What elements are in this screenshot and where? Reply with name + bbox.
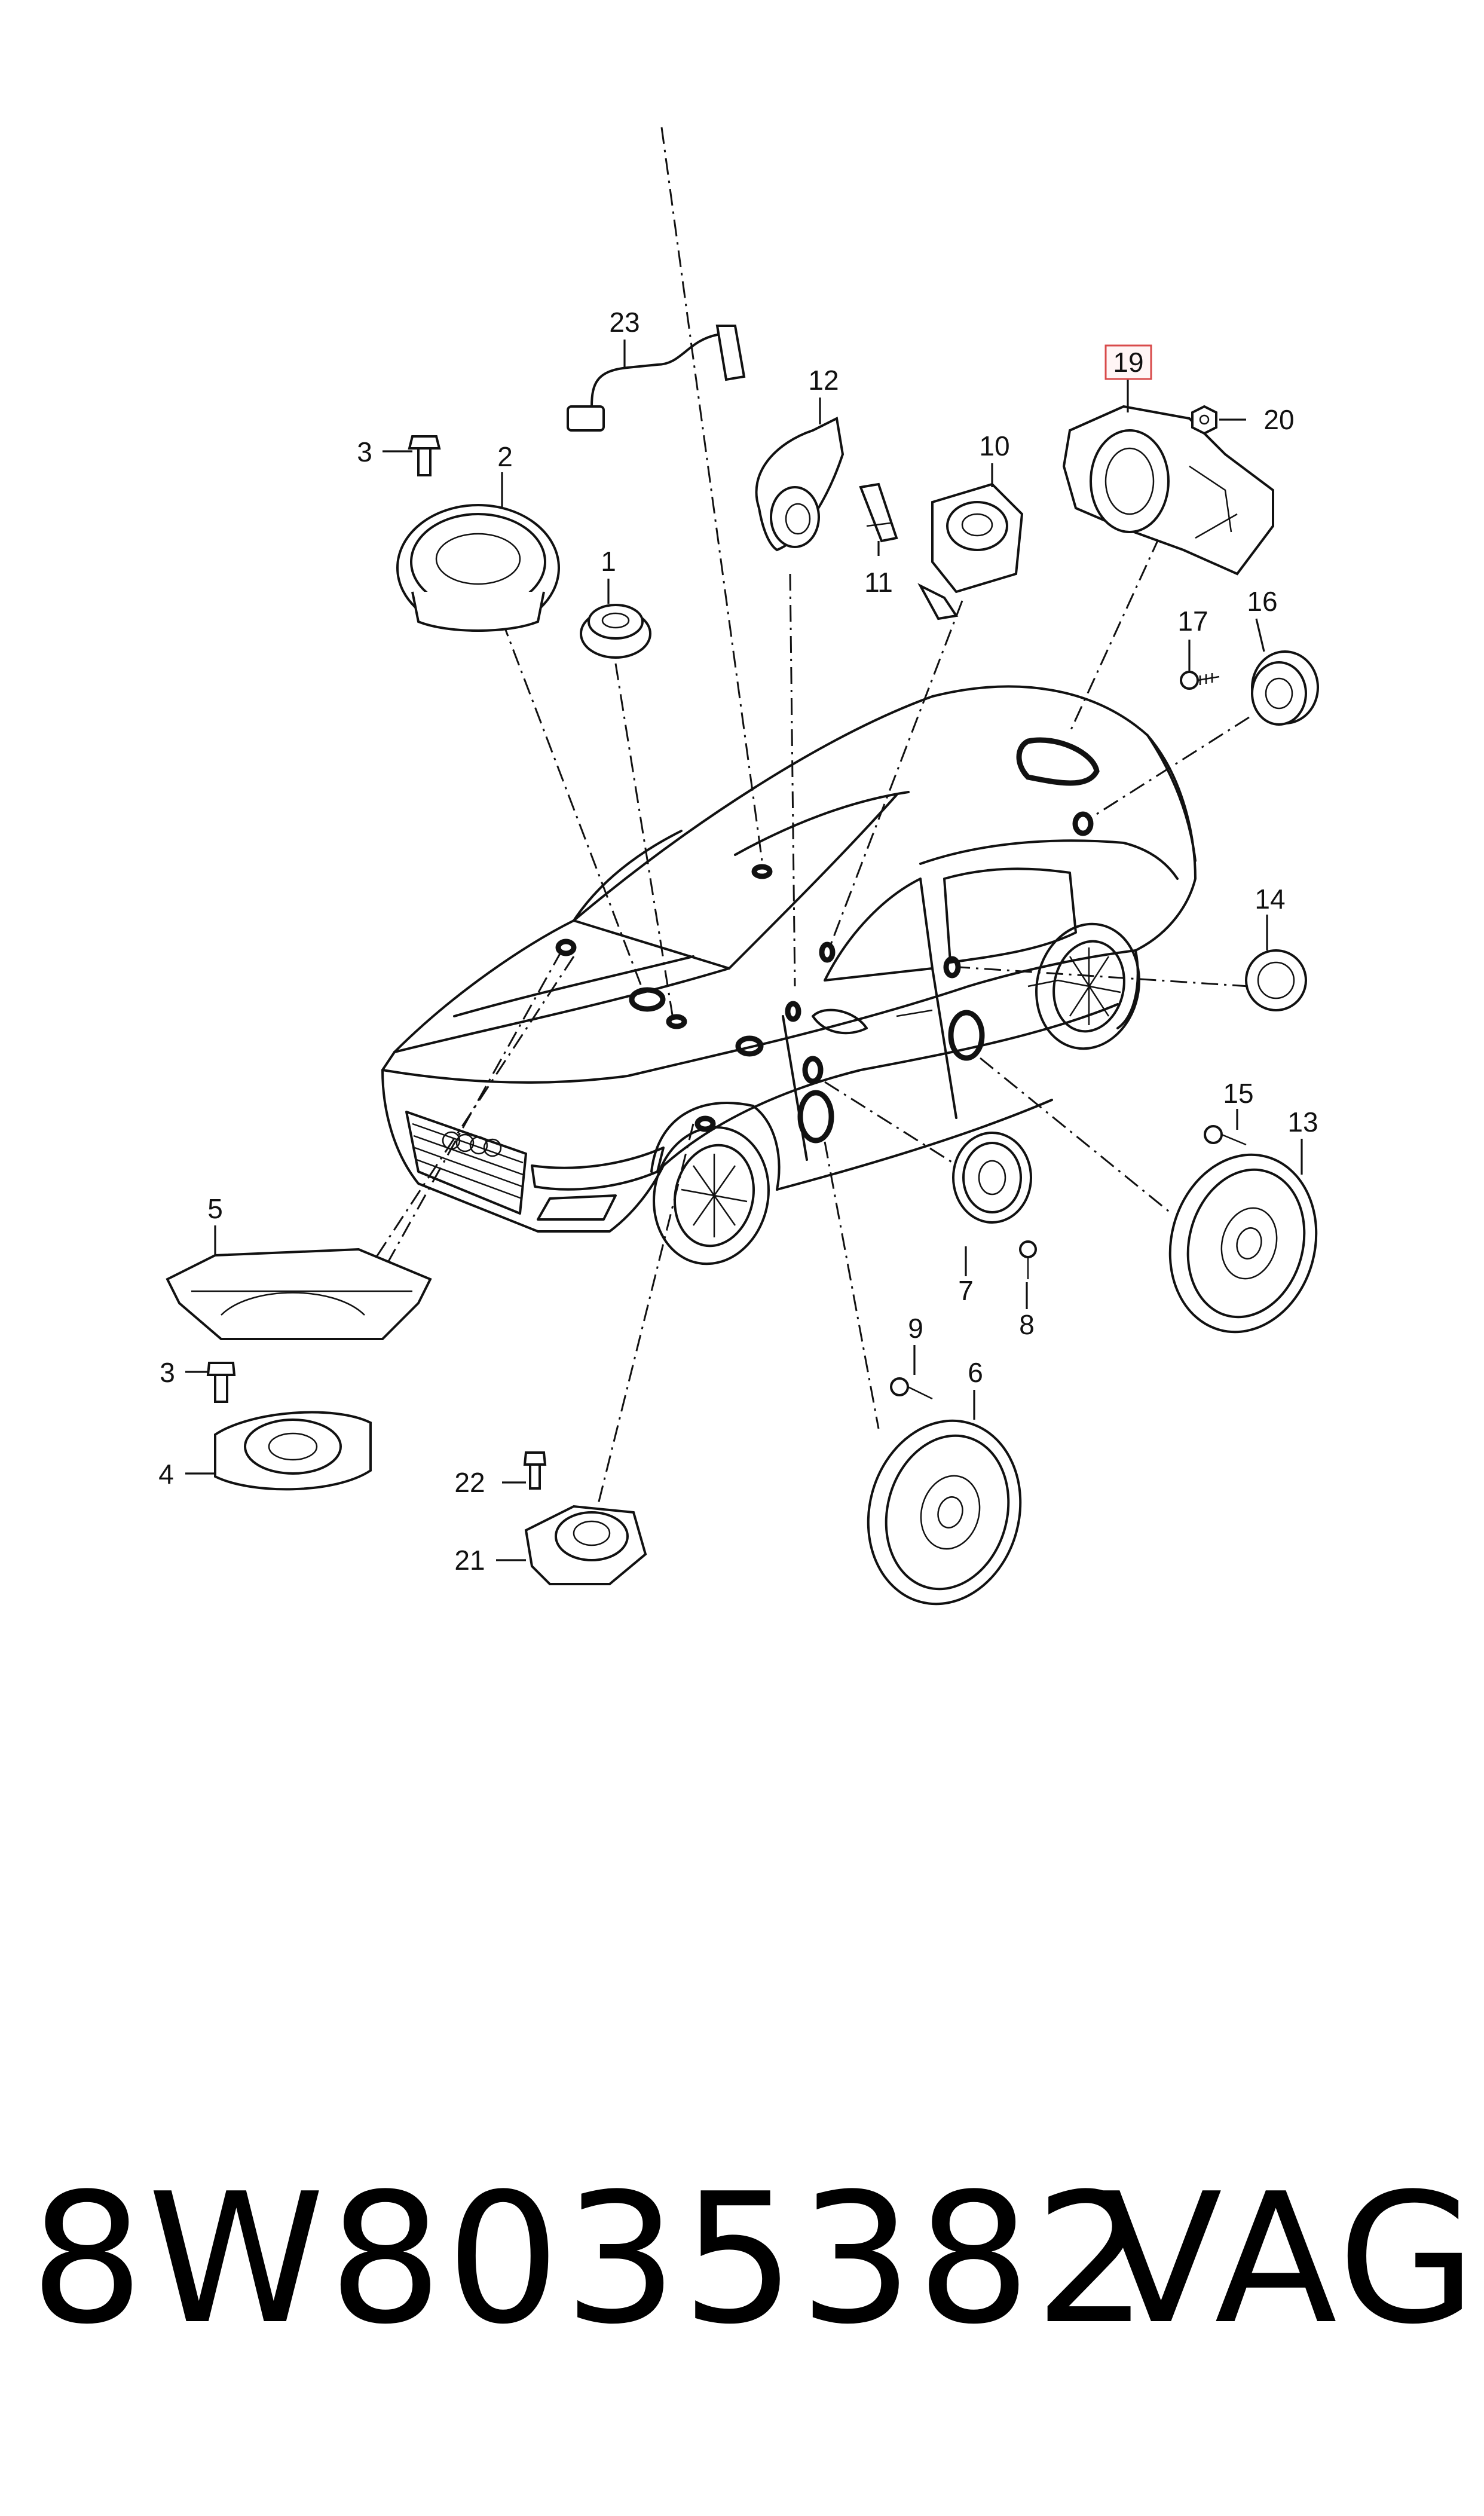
part-3-screw-bottom [206, 1362, 236, 1403]
a-pillar-mark [819, 941, 836, 963]
part-7-tweeter [952, 1132, 1032, 1224]
part-19-subwoofer-box [1062, 405, 1274, 576]
part-22-screw [523, 1451, 547, 1490]
part-17-screw [1180, 671, 1220, 690]
callout-5: 5 [207, 1193, 223, 1224]
car-outline [381, 685, 1197, 1265]
callout-21: 21 [454, 1545, 485, 1576]
callout-3-bottom: 3 [160, 1357, 175, 1388]
callout-6: 6 [968, 1357, 983, 1388]
dashed-leaders [372, 127, 1250, 1507]
callout-17: 17 [1177, 606, 1208, 637]
rear-door-woofer-mark [948, 1010, 985, 1061]
part-number: 8W8035382 [30, 2155, 1152, 2364]
dash-left-mark [555, 938, 577, 956]
callout-15: 15 [1223, 1078, 1253, 1109]
part-3-screw-top [408, 435, 441, 476]
part-1-tweeter [580, 604, 651, 659]
part-21-speaker [524, 1505, 647, 1585]
dash-center-mark [629, 987, 666, 1012]
part-16-speaker [1251, 650, 1319, 726]
part-12-tweeter [755, 417, 844, 552]
callout-11: 11 [864, 567, 893, 598]
callout-leaders [185, 340, 1303, 1561]
footwell-mark [694, 1115, 716, 1132]
mirror-triangle-mark [785, 1001, 801, 1022]
dash-small-mark [666, 1014, 687, 1029]
brand-label: VAG [1100, 2155, 1480, 2364]
part-4-speaker [214, 1411, 372, 1491]
part-9-screw [890, 1377, 933, 1400]
part-6-woofer [867, 1419, 1022, 1606]
callout-22: 22 [454, 1467, 485, 1498]
callout-13: 13 [1287, 1106, 1318, 1138]
callout-19: 19 [1113, 347, 1143, 378]
callout-labels: 23 3 2 1 12 11 10 19 20 17 16 14 15 13 5… [158, 307, 1318, 1576]
part-10-center-speaker [917, 482, 1024, 620]
rear-shelf-mark [1016, 737, 1100, 786]
location-marks [555, 737, 1100, 1144]
part-20-nut [1191, 405, 1217, 435]
part-11-clip [859, 482, 898, 543]
rear-door-tweeter-mark [943, 956, 961, 979]
dash-right-mark [735, 1035, 764, 1057]
part-5-grille [166, 1248, 432, 1340]
part-8-screw [1019, 1240, 1037, 1279]
callout-1: 1 [601, 546, 616, 577]
footer: 8W8035382 VAG [0, 2152, 1484, 2379]
callout-12: 12 [808, 365, 839, 396]
callout-19-box [1104, 344, 1152, 380]
callout-4: 4 [158, 1459, 174, 1490]
part-2-speaker [396, 504, 560, 632]
callout-23: 23 [609, 307, 640, 338]
front-door-woofer-mark [797, 1090, 834, 1144]
front-door-tweeter-mark [802, 1056, 824, 1084]
part-15-screw [1204, 1125, 1247, 1146]
callout-3-top: 3 [357, 436, 372, 467]
callout-8: 8 [1019, 1309, 1035, 1340]
callout-9: 9 [908, 1313, 923, 1344]
callout-16: 16 [1247, 586, 1277, 617]
part-23-cable [567, 325, 746, 432]
callout-10: 10 [979, 430, 1009, 461]
roof-mark [751, 864, 773, 879]
rear-pillar-mark [1072, 811, 1094, 836]
callout-14: 14 [1254, 883, 1285, 915]
callout-2: 2 [497, 441, 513, 472]
callout-7: 7 [958, 1275, 974, 1306]
part-14-tweeter [1245, 949, 1307, 1011]
part-13-woofer [1168, 1153, 1318, 1334]
callout-20: 20 [1263, 404, 1294, 435]
